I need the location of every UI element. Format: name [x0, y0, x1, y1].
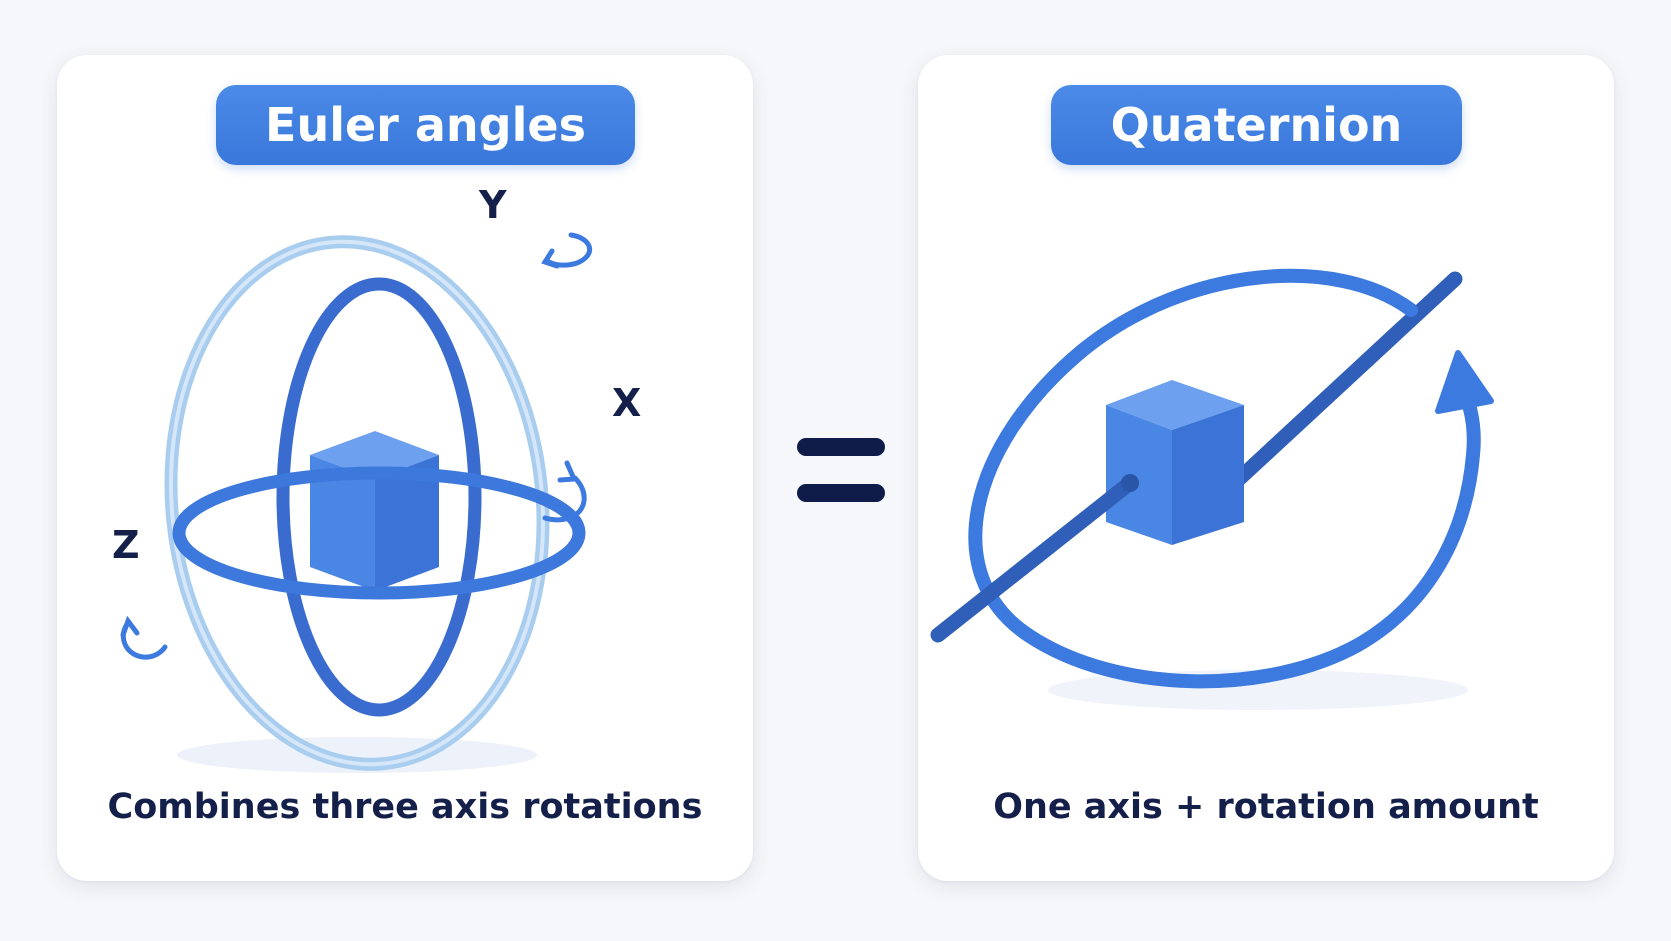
euler-angles-caption: Combines three axis rotations	[107, 787, 703, 827]
equals-bar-bottom	[797, 484, 885, 502]
horizontal-ring-x	[172, 466, 586, 600]
axis-label-z: Z	[112, 523, 140, 567]
quaternion-cube	[1106, 380, 1244, 545]
quaternion-card: Quaternion One axis + rotation amount	[918, 55, 1614, 881]
cube-right-face	[1172, 405, 1244, 545]
cube-right-face	[375, 455, 439, 591]
axis-rod-front	[930, 475, 1138, 643]
cube-top-face	[1106, 380, 1244, 430]
cube-left-face	[1106, 405, 1172, 545]
euler-cube	[310, 431, 439, 591]
equals-bar-top	[797, 438, 885, 456]
equals-sign	[797, 438, 885, 502]
quaternion-title: Quaternion	[1051, 85, 1462, 165]
cube-top-face	[310, 431, 439, 479]
axis-label-x: X	[612, 381, 642, 425]
axis-rod-back	[1205, 271, 1463, 511]
euler-gimbal-illustration	[120, 232, 592, 773]
euler-angles-title: Euler angles	[216, 85, 635, 165]
cube-left-face	[310, 455, 375, 591]
rotation-ring	[968, 268, 1481, 689]
euler-angles-card: Euler angles	[57, 55, 753, 881]
rotation-arrow-head	[1435, 350, 1494, 414]
axis-label-y: Y	[479, 183, 507, 227]
rotation-arrow-y	[541, 232, 592, 269]
vertical-ring-y	[276, 277, 482, 717]
rotation-arrow-z	[120, 615, 168, 660]
rotation-arrow-x	[542, 460, 587, 523]
outer-ring-z-highlight	[168, 239, 546, 767]
quaternion-axis-illustration	[930, 268, 1494, 710]
axis-rod-exit	[1121, 474, 1139, 492]
quaternion-caption: One axis + rotation amount	[993, 787, 1539, 827]
